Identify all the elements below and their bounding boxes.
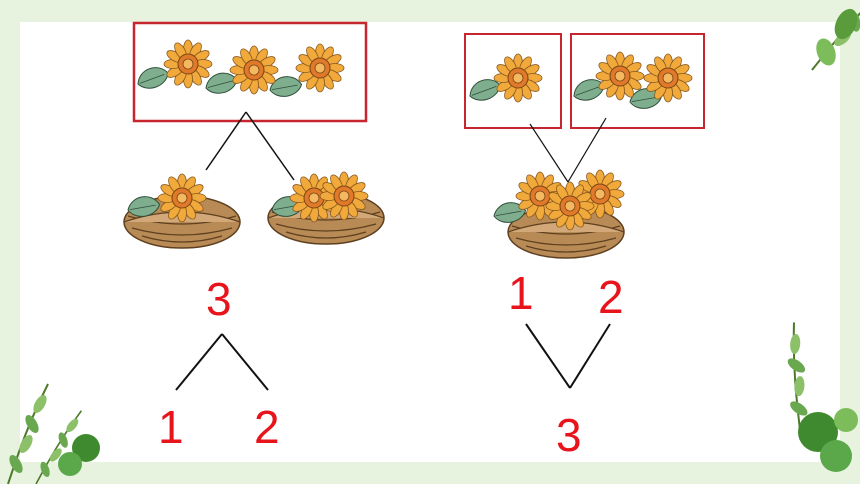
bottom-right-leaves-decoration xyxy=(755,320,858,472)
left-basket-two-flowers xyxy=(267,171,385,245)
right-one-flower-group xyxy=(464,33,562,129)
left-three-flowers-group xyxy=(132,21,368,123)
right-two-flowers-group xyxy=(569,33,705,129)
right-merge-lines xyxy=(525,323,611,389)
right-whole-number: 3 xyxy=(556,409,582,461)
top-right-leaves-decoration xyxy=(809,0,860,86)
right-connector-lines xyxy=(529,117,607,183)
right-part-a-number: 1 xyxy=(508,267,534,319)
left-part-a-number: 1 xyxy=(158,401,184,453)
left-part-b-number: 2 xyxy=(254,401,280,453)
left-basket-one-flower xyxy=(123,173,241,249)
right-part-b-number: 2 xyxy=(598,271,624,323)
bottom-left-leaves-decoration xyxy=(5,383,100,484)
left-whole-number: 3 xyxy=(206,273,232,325)
right-basket-three-flowers xyxy=(491,169,625,259)
left-split-lines xyxy=(175,333,269,391)
left-connector-lines xyxy=(205,111,295,181)
